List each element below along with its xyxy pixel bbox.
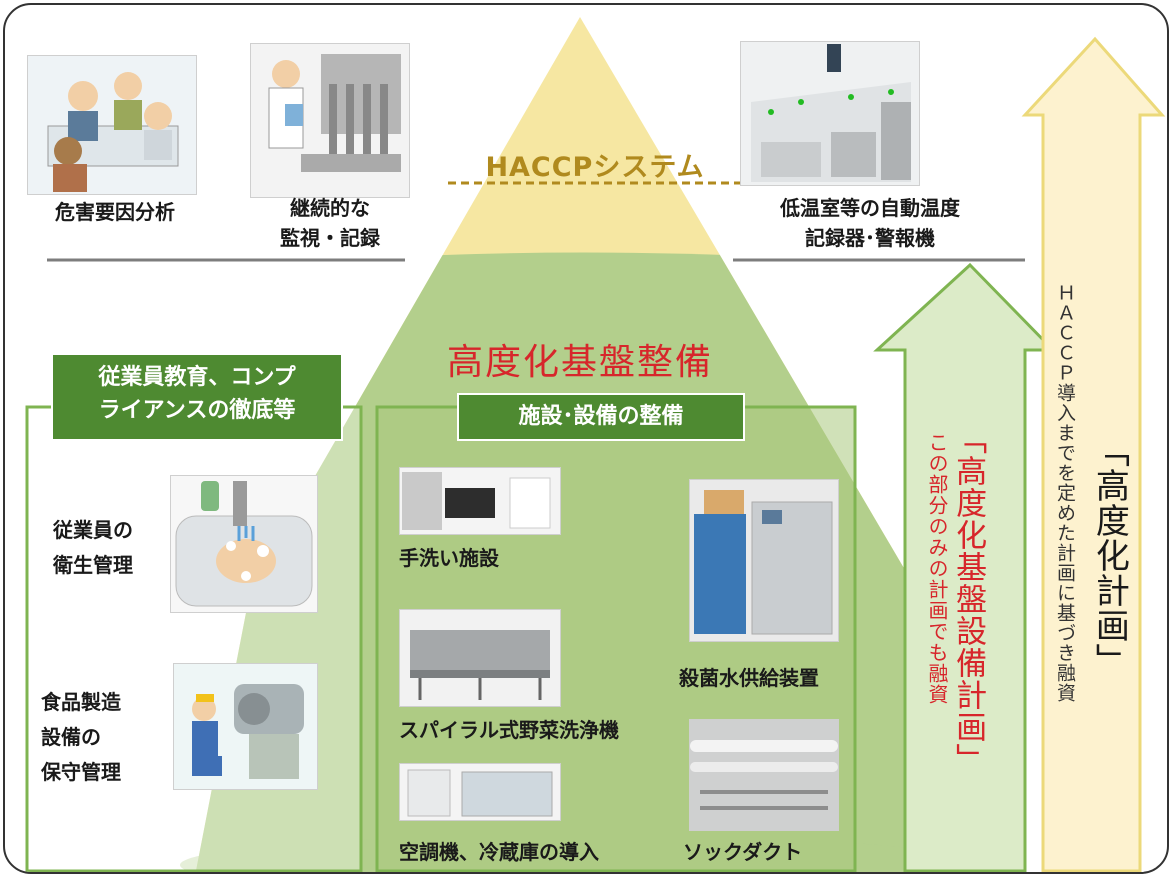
aircon-fridge-label: 空調機、冷蔵庫の導入	[399, 840, 599, 864]
monitoring-label-line1: 継続的な	[290, 196, 370, 220]
left-box-header-line1: 従業員教育、コンプ	[98, 365, 296, 390]
employee-hygiene-label: 従業員の 衛生管理	[53, 513, 133, 583]
monitoring-illustration	[250, 43, 410, 198]
employee-hygiene-line2: 衛生管理	[53, 553, 133, 577]
advanced-infrastructure-title: 高度化基盤整備	[446, 342, 713, 383]
handwash-facility-photo	[399, 467, 561, 535]
meeting-illustration	[27, 55, 197, 195]
sock-duct-label: ソックダクト	[683, 840, 803, 864]
aircon-fridge-photo	[399, 763, 561, 821]
temperature-logger-label: 低温室等の自動温度 記録器･警報機	[750, 193, 990, 253]
left-box-header-line2: ライアンスの徹底等	[98, 398, 296, 423]
employee-hygiene-line1: 従業員の	[53, 518, 133, 542]
left-box-header: 従業員教育、コンプ ライアンスの徹底等	[51, 353, 343, 441]
sock-duct-photo	[689, 719, 839, 831]
monitoring-label: 継続的な 監視・記録	[255, 193, 405, 253]
green-arrow-main-text: 「高度化基盤設備計画」	[950, 423, 987, 775]
hazard-analysis-label: 危害要因分析	[55, 200, 175, 224]
spiral-washer-label: スパイラル式野菜洗浄機	[399, 718, 619, 742]
equipment-maintenance-line2: 設備の	[41, 725, 101, 749]
equipment-maintenance-line3: 保守管理	[41, 760, 121, 784]
spiral-washer-photo	[399, 609, 561, 707]
temperature-logger-illustration	[740, 41, 920, 186]
equipment-maintenance-label: 食品製造 設備の 保守管理	[41, 685, 121, 790]
sterile-water-photo	[689, 479, 839, 642]
green-arrow-sub-text: この部分のみの計画でも融資	[925, 432, 949, 705]
maintenance-illustration	[173, 663, 318, 790]
handwashing-illustration	[170, 475, 318, 613]
temperature-logger-label-line1: 低温室等の自動温度	[780, 196, 960, 220]
equipment-maintenance-line1: 食品製造	[41, 690, 121, 714]
sterile-water-label: 殺菌水供給装置	[679, 666, 819, 690]
handwash-facility-label: 手洗い施設	[399, 546, 499, 570]
center-box-header: 施設･設備の整備	[457, 393, 745, 441]
haccp-system-title: HACCPシステム	[485, 152, 705, 183]
temperature-logger-label-line2: 記録器･警報機	[805, 226, 935, 250]
monitoring-label-line2: 監視・記録	[280, 226, 380, 250]
diagram-frame: 危害要因分析 継続的な 監視・記録 低温室等の自動温度 記録器･警報機 HACC…	[3, 3, 1169, 874]
yellow-arrow-sub-text: ＨＡＣＣＰ導入までを定めた計画に基づき融資	[1054, 283, 1076, 703]
yellow-arrow-main-text: 「高度化計画」	[1089, 433, 1130, 678]
yellow-arrow	[1021, 36, 1166, 872]
